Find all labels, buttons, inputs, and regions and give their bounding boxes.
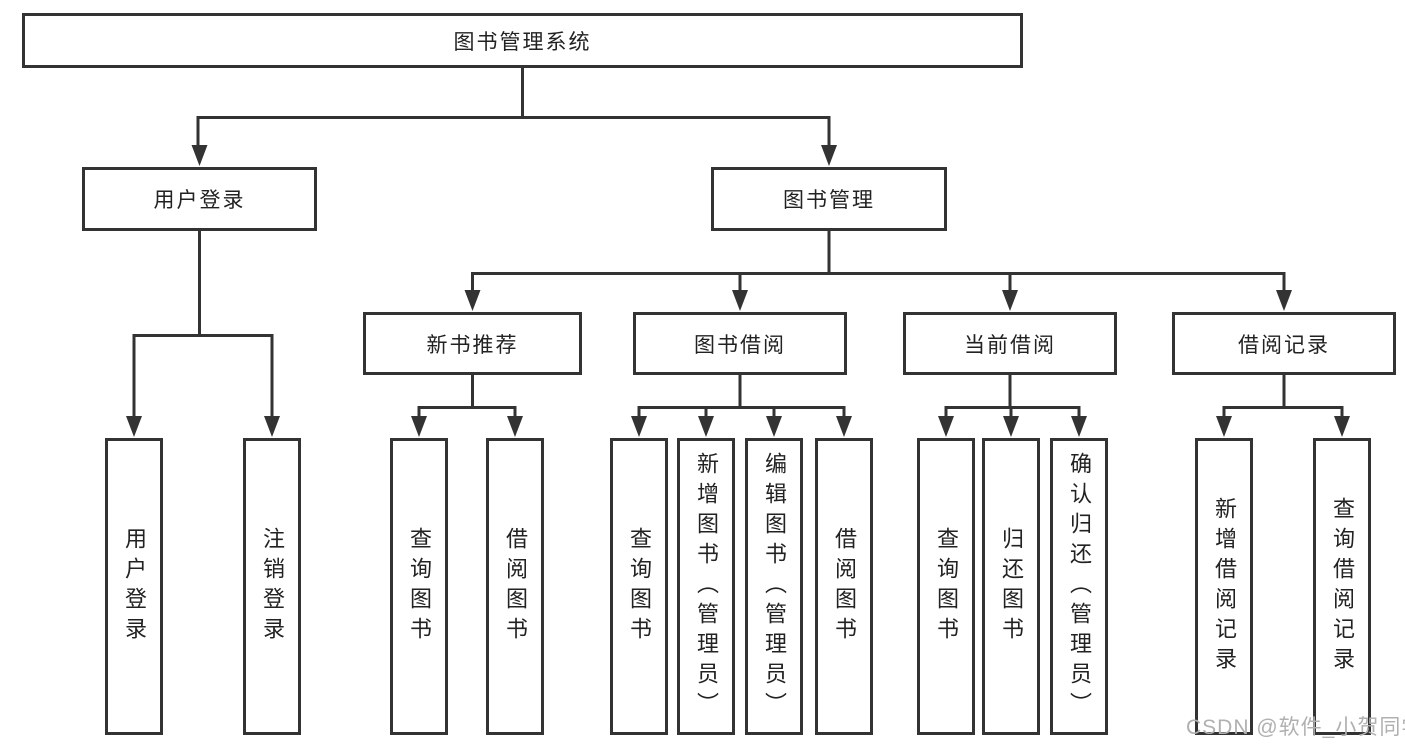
leaf-query-borrow-record: 查询借阅记录 bbox=[1313, 438, 1371, 735]
arrowhead-icons bbox=[126, 145, 1350, 437]
leaf-borrow-book-recommend-label: 借阅图书 bbox=[503, 526, 528, 647]
node-book-management-label: 图书管理 bbox=[783, 189, 875, 212]
node-book-management: 图书管理 bbox=[711, 167, 947, 231]
leaf-add-book-admin-label: 新增图书（管理员） bbox=[694, 451, 719, 722]
node-library-system: 图书管理系统 bbox=[22, 13, 1023, 68]
leaf-query-borrow-record-label: 查询借阅记录 bbox=[1330, 496, 1355, 677]
node-user-login-label: 用户登录 bbox=[153, 189, 246, 212]
leaf-query-book-current: 查询图书 bbox=[917, 438, 975, 735]
leaf-logout-login: 注销登录 bbox=[243, 438, 301, 735]
leaf-query-book-recommend-label: 查询图书 bbox=[407, 526, 432, 647]
leaf-confirm-return-admin: 确认归还（管理员） bbox=[1050, 438, 1108, 735]
leaf-query-book-recommend: 查询图书 bbox=[390, 438, 448, 735]
leaf-return-book: 归还图书 bbox=[982, 438, 1040, 735]
connector-lines bbox=[132, 68, 1344, 418]
node-new-book-recommend: 新书推荐 bbox=[363, 312, 582, 375]
leaf-user-login: 用户登录 bbox=[105, 438, 163, 735]
leaf-query-book-borrow: 查询图书 bbox=[610, 438, 668, 735]
node-current-borrow-label: 当前借阅 bbox=[964, 333, 1056, 357]
leaf-user-login-label: 用户登录 bbox=[122, 526, 147, 647]
node-library-system-label: 图书管理系统 bbox=[453, 30, 592, 54]
node-user-login: 用户登录 bbox=[82, 167, 317, 231]
node-new-book-recommend-label: 新书推荐 bbox=[426, 333, 519, 357]
leaf-query-book-current-label: 查询图书 bbox=[934, 526, 959, 647]
leaf-edit-book-admin: 编辑图书（管理员） bbox=[745, 438, 803, 735]
node-book-borrow: 图书借阅 bbox=[633, 312, 847, 375]
leaf-borrow-book-recommend: 借阅图书 bbox=[486, 438, 544, 735]
leaf-add-book-admin: 新增图书（管理员） bbox=[677, 438, 735, 735]
node-borrow-record-label: 借阅记录 bbox=[1238, 333, 1330, 357]
leaf-confirm-return-admin-label: 确认归还（管理员） bbox=[1067, 451, 1092, 722]
leaf-logout-login-label: 注销登录 bbox=[260, 526, 285, 647]
leaf-return-book-label: 归还图书 bbox=[999, 526, 1024, 647]
node-book-borrow-label: 图书借阅 bbox=[694, 333, 786, 357]
leaf-add-borrow-record-label: 新增借阅记录 bbox=[1212, 496, 1237, 677]
leaf-add-borrow-record: 新增借阅记录 bbox=[1195, 438, 1253, 735]
csdn-watermark: CSDN @软件_小贺同学 bbox=[1186, 716, 1405, 739]
node-current-borrow: 当前借阅 bbox=[903, 312, 1117, 375]
leaf-borrow-book: 借阅图书 bbox=[815, 438, 873, 735]
leaf-query-book-borrow-label: 查询图书 bbox=[627, 526, 652, 647]
leaf-borrow-book-label: 借阅图书 bbox=[832, 526, 857, 647]
leaf-edit-book-admin-label: 编辑图书（管理员） bbox=[762, 451, 787, 722]
node-borrow-record: 借阅记录 bbox=[1172, 312, 1396, 375]
